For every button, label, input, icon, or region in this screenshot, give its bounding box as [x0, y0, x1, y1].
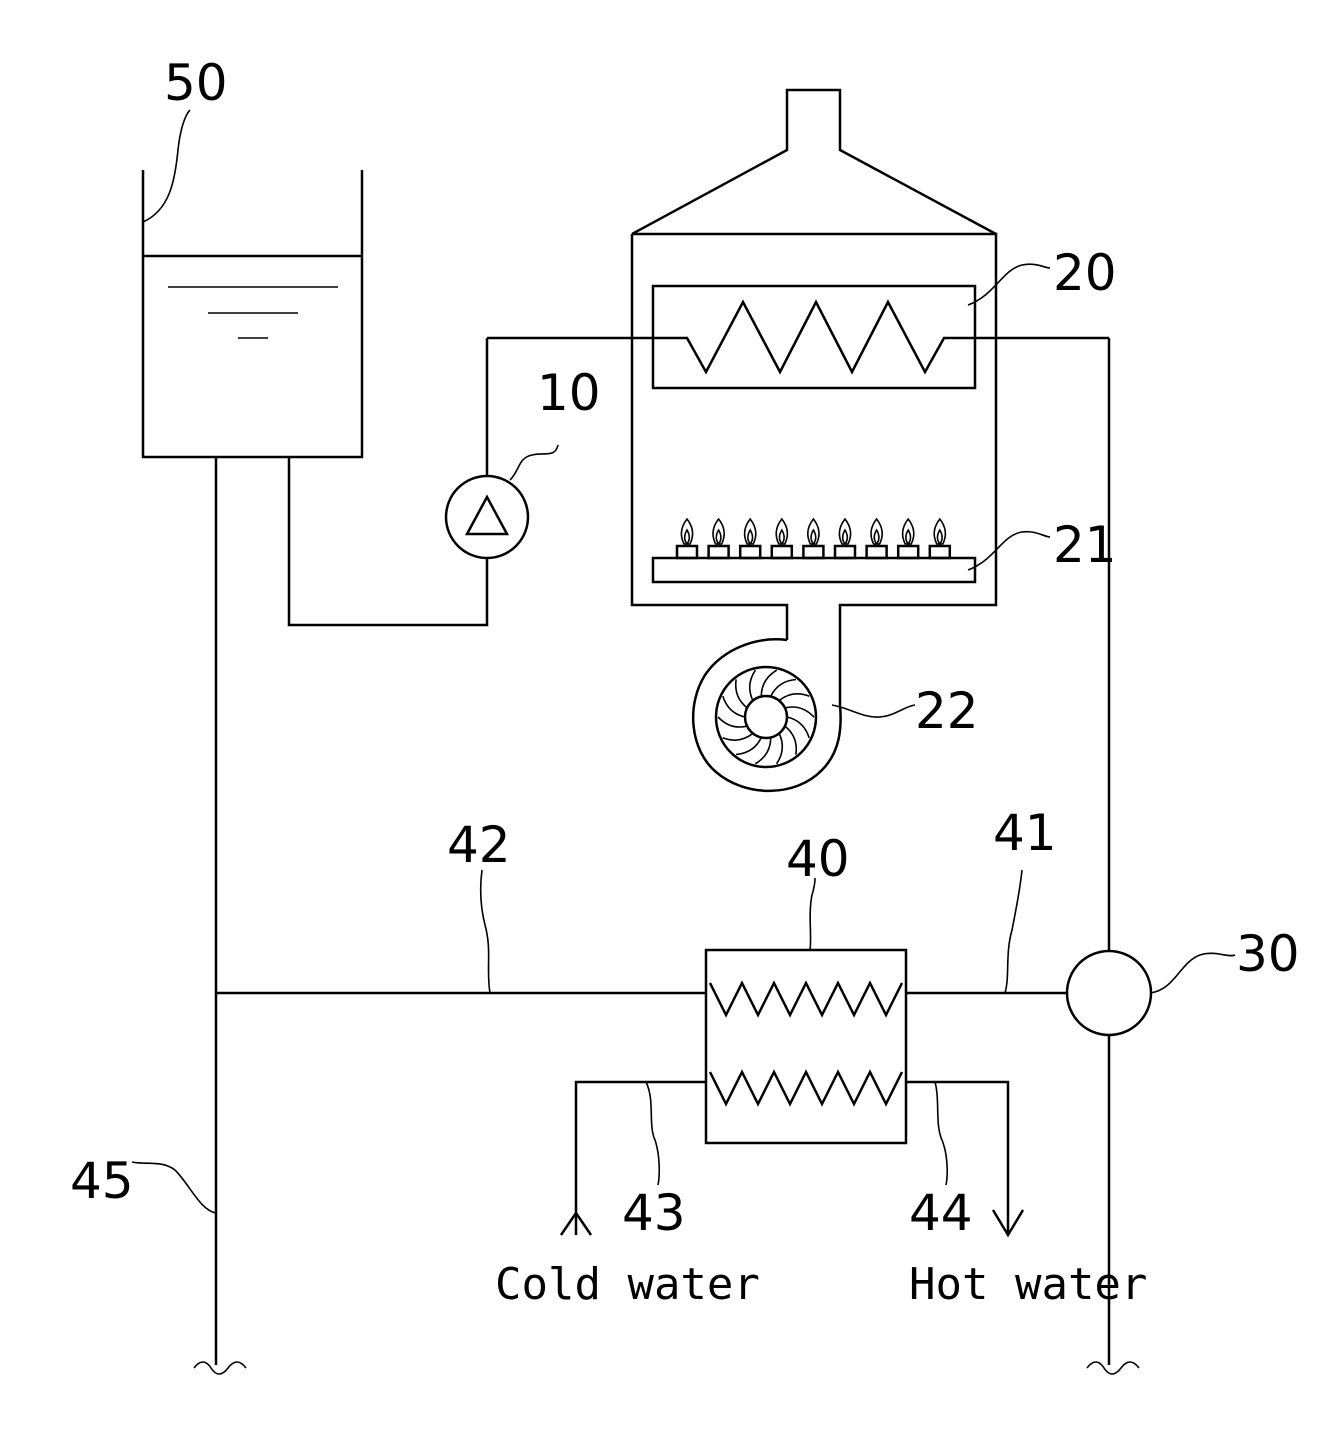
label-30: 30: [1236, 925, 1300, 983]
blower-fan: [693, 639, 840, 791]
flame-icon: [867, 519, 887, 558]
fan-blade: [736, 679, 747, 708]
pump-circuit-piping: [289, 338, 487, 625]
fan-blade: [777, 733, 783, 763]
label-44: 44: [909, 1184, 973, 1242]
hot-water-caption: Hot water: [909, 1259, 1147, 1310]
label-42: 42: [447, 816, 511, 874]
fan-blade: [755, 738, 770, 764]
fan-blade: [785, 707, 814, 717]
cold-water-caption: Cold water: [495, 1259, 760, 1310]
fan-blade: [750, 670, 756, 700]
flame-icon: [930, 519, 950, 558]
flame-icon: [772, 519, 792, 558]
label-43: 43: [622, 1184, 686, 1242]
fan-blade: [785, 726, 796, 755]
plate-heat-exchanger: [706, 950, 906, 1143]
label-45: 45: [70, 1152, 134, 1210]
fan-blade: [787, 717, 809, 738]
burner-flames: [677, 519, 950, 558]
flame-icon: [835, 519, 855, 558]
reference-labels: 50 20 10 21 22 42 40 41 30 45 43 44: [70, 54, 1300, 1242]
fan-blade: [761, 670, 776, 696]
flame-icon: [803, 519, 823, 558]
expansion-tank: [143, 170, 362, 457]
circulation-pump: [446, 476, 528, 558]
label-22: 22: [915, 682, 979, 740]
label-50: 50: [164, 54, 228, 112]
fan-blade: [723, 733, 753, 740]
label-40: 40: [786, 830, 850, 888]
burner: [653, 519, 975, 582]
three-way-valve: [1067, 951, 1151, 1035]
combustion-chamber: [632, 90, 996, 705]
label-20: 20: [1053, 244, 1117, 302]
fan-blade: [779, 694, 809, 701]
label-21: 21: [1053, 516, 1117, 574]
return-pipe: [194, 457, 246, 1374]
fan-blade: [718, 717, 747, 727]
flame-icon: [898, 519, 918, 558]
fan-blades: [718, 670, 814, 764]
flame-icon: [709, 519, 729, 558]
captions: Cold water Hot water: [495, 1259, 1147, 1310]
label-10: 10: [537, 364, 601, 422]
label-41: 41: [993, 804, 1057, 862]
supply-pipe: [1087, 338, 1139, 1374]
fan-blade: [723, 696, 745, 717]
flame-icon: [677, 519, 697, 558]
flame-icon: [740, 519, 760, 558]
